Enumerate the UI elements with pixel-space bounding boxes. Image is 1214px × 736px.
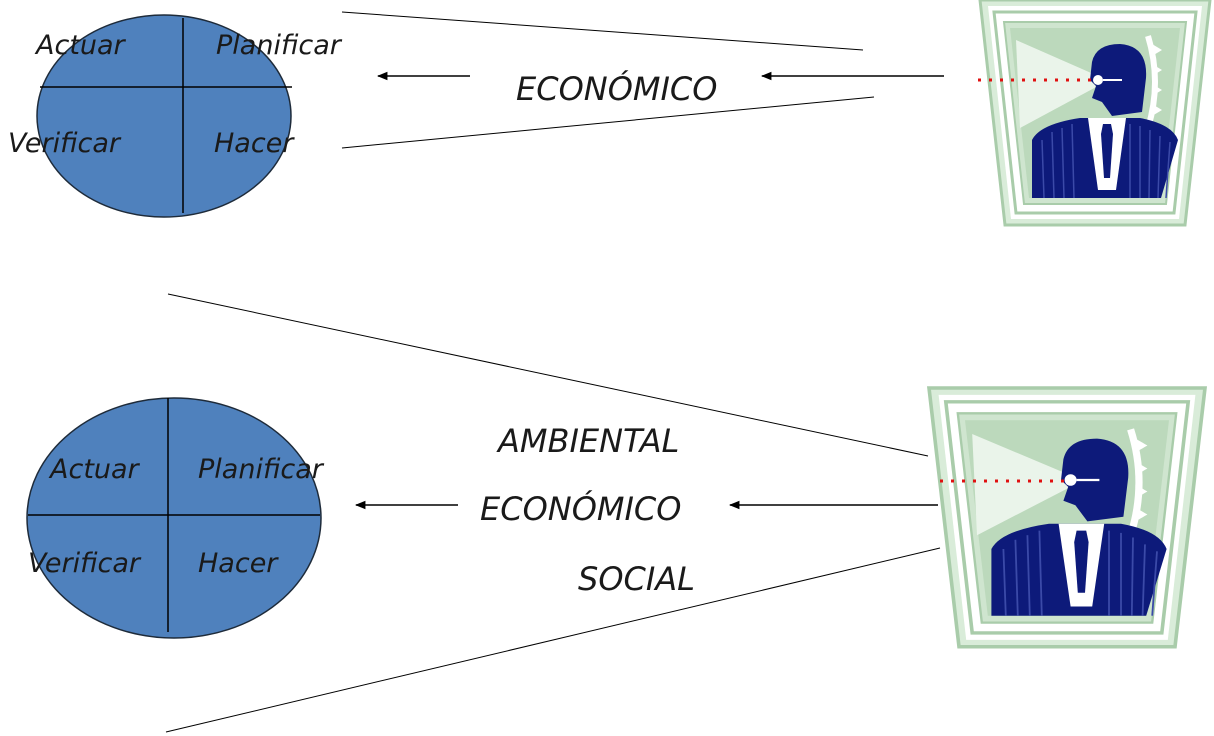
businessman-looking-icon — [929, 388, 1205, 647]
top-label-verificar: Verificar — [8, 128, 122, 159]
top-label-planificar: Planificar — [216, 30, 343, 61]
bottom-lower-funnel-line — [165, 547, 941, 733]
bottom-pdca-cycle: Actuar Planificar Verificar Hacer — [26, 397, 325, 639]
bottom-label-hacer: Hacer — [198, 548, 279, 579]
bottom-label-planificar: Planificar — [198, 454, 325, 485]
bottom-cycle-ellipse — [26, 397, 322, 639]
bottom-diagram: Actuar Planificar Verificar Hacer AMBIEN… — [26, 293, 1205, 733]
bottom-dimension-economico: ECONÓMICO — [480, 489, 681, 528]
top-pdca-cycle: Actuar Planificar Verificar Hacer — [8, 14, 343, 218]
top-label-actuar: Actuar — [34, 30, 127, 61]
top-upper-funnel-line — [341, 11, 864, 51]
top-dimension-economico: ECONÓMICO — [516, 69, 717, 108]
top-cycle-ellipse — [36, 14, 292, 218]
top-diagram: Actuar Planificar Verificar Hacer ECONÓM… — [8, 0, 1210, 225]
top-label-hacer: Hacer — [214, 128, 295, 159]
bottom-label-actuar: Actuar — [48, 454, 141, 485]
bottom-label-verificar: Verificar — [28, 548, 142, 579]
bottom-dimension-ambiental: AMBIENTAL — [496, 422, 679, 460]
businessman-looking-icon — [980, 0, 1210, 225]
bottom-upper-funnel-line — [167, 293, 929, 457]
top-lower-funnel-line — [341, 96, 875, 149]
bottom-dimension-social: SOCIAL — [578, 560, 695, 598]
